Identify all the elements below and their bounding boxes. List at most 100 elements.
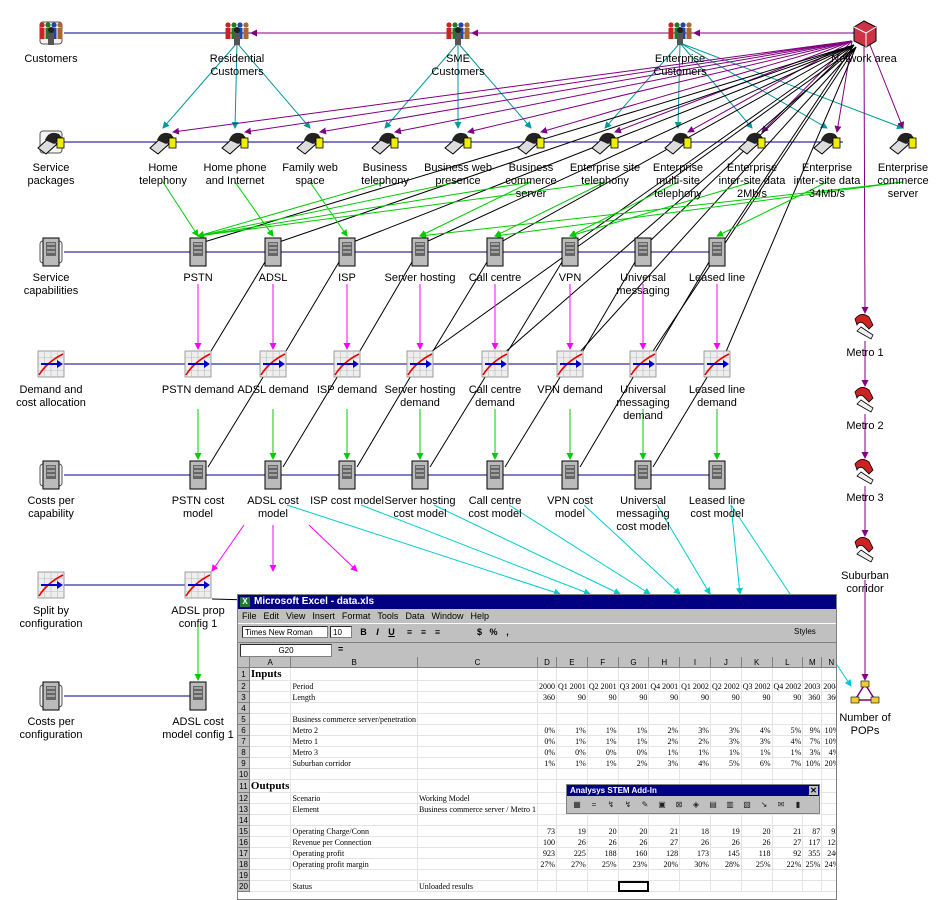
cell[interactable]: 7%	[772, 757, 804, 769]
node-pk8-icon[interactable]	[664, 132, 692, 155]
node-c3-icon[interactable]	[338, 237, 356, 267]
cell[interactable]	[417, 869, 539, 881]
cell[interactable]: 1%	[618, 724, 650, 736]
node-m2-icon[interactable]	[264, 460, 282, 490]
cell[interactable]	[556, 702, 588, 714]
cell[interactable]	[741, 667, 773, 681]
cell[interactable]: 23%	[618, 858, 650, 870]
addin-tool-4-icon[interactable]: ↯	[622, 799, 634, 810]
node-m7-icon[interactable]	[634, 460, 652, 490]
cell[interactable]	[249, 836, 292, 848]
cell[interactable]	[249, 825, 292, 837]
cell[interactable]	[249, 869, 292, 881]
cell[interactable]: 125	[821, 836, 836, 848]
cell[interactable]: 27%	[537, 858, 558, 870]
column-header[interactable]: M	[802, 657, 823, 668]
cell[interactable]: 1%	[648, 746, 681, 758]
cell[interactable]	[710, 814, 742, 826]
addin-tool-7-icon[interactable]: ⊠	[673, 799, 685, 810]
cell[interactable]: 225	[556, 847, 588, 859]
cell[interactable]: 90	[710, 691, 742, 703]
cell[interactable]	[417, 768, 539, 780]
cell[interactable]	[249, 768, 292, 780]
cell[interactable]	[741, 814, 773, 826]
cell[interactable]	[249, 757, 292, 769]
cell[interactable]	[710, 869, 742, 881]
menu-file[interactable]: File	[242, 611, 257, 621]
cell[interactable]	[618, 702, 650, 714]
cell[interactable]	[772, 768, 804, 780]
align-left-icon[interactable]: ≡	[406, 627, 413, 637]
cell[interactable]: 0%	[618, 746, 650, 758]
cell[interactable]	[710, 702, 742, 714]
cell[interactable]: 2%	[679, 735, 711, 747]
cell[interactable]	[417, 825, 539, 837]
cell[interactable]	[290, 779, 418, 793]
cell[interactable]: 27	[648, 836, 681, 848]
cell[interactable]: 0%	[537, 735, 558, 747]
cell[interactable]: 1%	[537, 757, 558, 769]
menu-view[interactable]: View	[286, 611, 306, 621]
cell[interactable]	[290, 814, 418, 826]
node-pk6-icon[interactable]	[517, 132, 545, 155]
cell[interactable]	[741, 702, 773, 714]
bold-icon[interactable]: B	[360, 627, 367, 637]
cell[interactable]: 173	[679, 847, 711, 859]
node-d4-icon[interactable]	[406, 350, 434, 378]
split-row-glyph-icon[interactable]	[37, 571, 65, 599]
cell[interactable]: Operating profit	[290, 847, 418, 859]
cell[interactable]: 188	[587, 847, 619, 859]
cell[interactable]: 1%	[556, 735, 588, 747]
cell[interactable]	[417, 836, 539, 848]
column-header[interactable]: A	[249, 657, 292, 668]
node-sme-icon[interactable]	[446, 22, 470, 45]
addin-tool-1-icon[interactable]: ▦	[571, 799, 583, 810]
cell[interactable]	[710, 768, 742, 780]
cell[interactable]	[741, 713, 773, 725]
cell[interactable]	[802, 768, 823, 780]
cell[interactable]	[249, 847, 292, 859]
cell[interactable]	[618, 880, 650, 892]
row-header[interactable]: 15	[238, 825, 250, 837]
cell[interactable]	[618, 713, 650, 725]
cell[interactable]: 3%	[679, 724, 711, 736]
node-ent-icon[interactable]	[668, 22, 692, 45]
menu-format[interactable]: Format	[341, 611, 371, 621]
cell[interactable]: 240	[821, 847, 836, 859]
cell[interactable]: 4%	[821, 746, 836, 758]
cell[interactable]	[802, 869, 823, 881]
cell[interactable]: 4%	[772, 735, 804, 747]
costs-row-glyph-icon[interactable]	[42, 460, 60, 490]
cell[interactable]: 7%	[802, 735, 823, 747]
column-header[interactable]: N	[821, 657, 836, 668]
cell[interactable]: 19	[556, 825, 588, 837]
cell[interactable]: 360	[802, 691, 823, 703]
cell[interactable]	[802, 880, 823, 892]
cell[interactable]	[741, 768, 773, 780]
node-pk5-icon[interactable]	[444, 132, 472, 155]
cell[interactable]	[556, 768, 588, 780]
cell[interactable]: 28%	[710, 858, 742, 870]
cell[interactable]	[537, 880, 558, 892]
row-header[interactable]: 13	[238, 803, 250, 815]
cell[interactable]: Revenue per Connection	[290, 836, 418, 848]
cell[interactable]: 90	[741, 691, 773, 703]
cell[interactable]: 3%	[710, 735, 742, 747]
row-header[interactable]: 6	[238, 724, 250, 736]
cell[interactable]: 9%	[802, 724, 823, 736]
cell[interactable]: 10%	[821, 724, 836, 736]
cell[interactable]	[772, 869, 804, 881]
cell[interactable]	[249, 803, 292, 815]
menu-insert[interactable]: Insert	[312, 611, 335, 621]
cell[interactable]	[772, 702, 804, 714]
cell[interactable]	[249, 724, 292, 736]
cell[interactable]: 26	[741, 836, 773, 848]
cell[interactable]	[556, 667, 588, 681]
column-header[interactable]: D	[537, 657, 558, 668]
font-name-box[interactable]: Times New Roman	[242, 626, 328, 638]
cell[interactable]: 92	[772, 847, 804, 859]
row-header[interactable]: 2	[238, 680, 250, 692]
node-c6-icon[interactable]	[561, 237, 579, 267]
cell[interactable]	[618, 768, 650, 780]
cell[interactable]: 90	[618, 691, 650, 703]
